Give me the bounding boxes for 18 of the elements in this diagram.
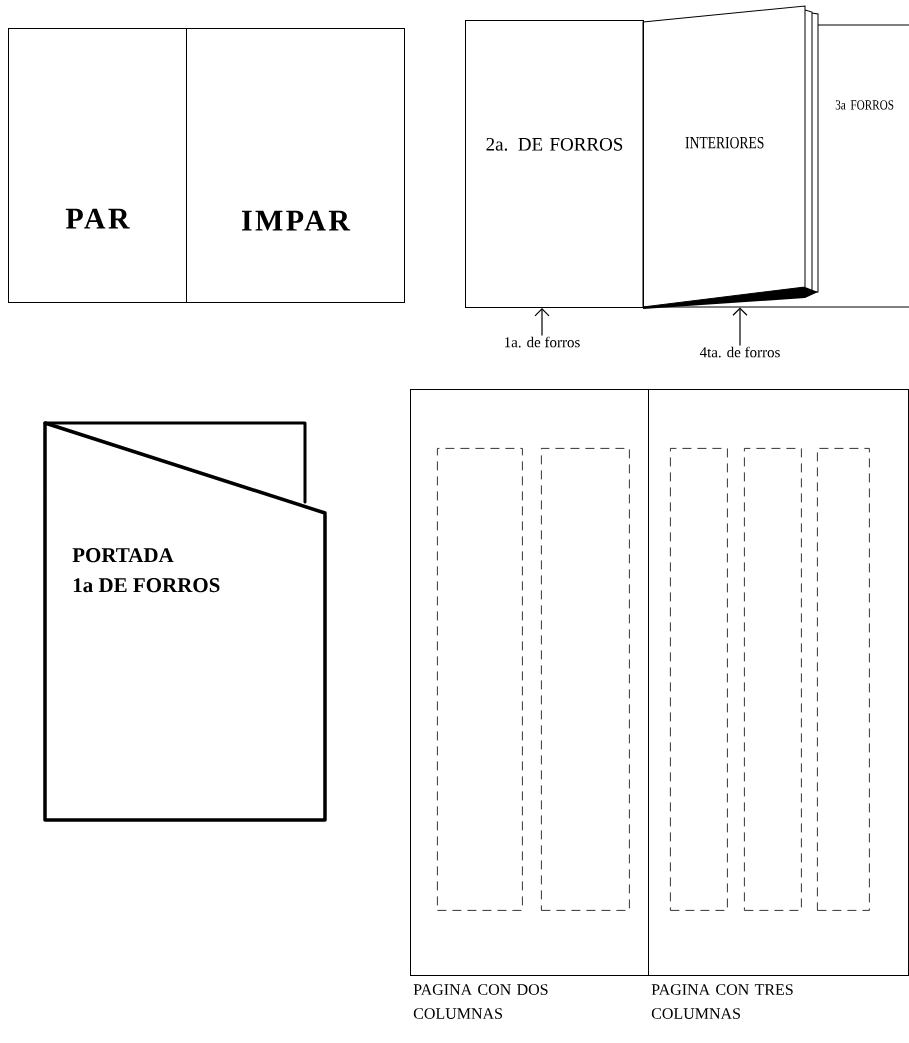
caption-text: 1a. de forros <box>505 336 580 348</box>
page-box: IMPAR <box>186 28 405 303</box>
page-layout-box: PAGINA CON DOS COLUMNAS <box>410 389 649 1019</box>
page-layout-box: PAGINA CON TRES COLUMNAS <box>648 389 909 1019</box>
book-page: 2a. DE FORROS <box>465 20 644 308</box>
dashed-column-box <box>541 448 630 911</box>
dashed-column-box <box>817 448 870 911</box>
arrow <box>732 307 748 347</box>
node-label: PAGINA CON DOS COLUMNAS <box>413 984 548 1019</box>
arrow <box>534 308 550 337</box>
caption-text: 4ta. de forros <box>699 346 780 358</box>
dashed-column-box <box>437 448 523 911</box>
dashed-column-box <box>744 448 802 911</box>
folded-cover-drawing: PORTADA 1a DE FORROS <box>43 421 327 822</box>
node-label: PAGINA CON TRES COLUMNAS <box>651 984 793 1019</box>
turning-page-drawing: INTERIORES <box>642 5 819 309</box>
page-box: PAR <box>8 28 187 303</box>
dashed-column-box <box>670 448 728 911</box>
